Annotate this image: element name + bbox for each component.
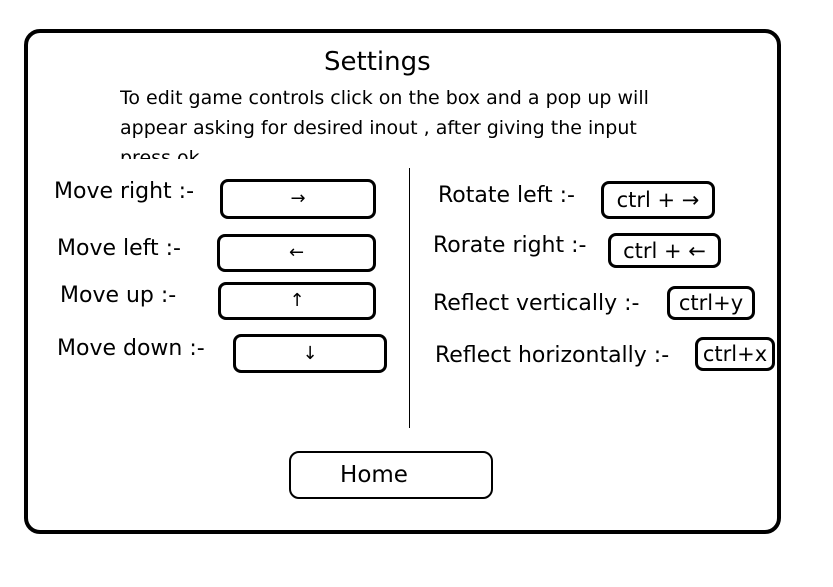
instructions-text: To edit game controls click on the box a… xyxy=(120,87,649,159)
move-up-label: Move up :- xyxy=(60,283,177,308)
reflect-vertically-key-box[interactable]: ctrl+y xyxy=(667,286,755,320)
rotate-right-key-box[interactable]: ctrl + ← xyxy=(608,233,721,268)
arrow-left-icon: ← xyxy=(288,242,305,263)
arrow-up-icon: ↑ xyxy=(289,290,305,311)
home-button-label: Home xyxy=(340,462,408,488)
reflect-horizontally-label: Reflect horizontally :- xyxy=(435,343,670,368)
arrow-down-icon: ↓ xyxy=(302,342,318,364)
rotate-left-key-box[interactable]: ctrl + → xyxy=(601,181,715,219)
home-button[interactable]: Home xyxy=(289,451,493,499)
page-title: Settings xyxy=(324,47,431,77)
move-up-key-box[interactable]: ↑ xyxy=(218,282,376,320)
rotate-right-label: Rorate right :- xyxy=(433,233,587,258)
move-down-label: Move down :- xyxy=(57,336,205,361)
reflect-horizontally-key-box[interactable]: ctrl+x xyxy=(695,337,775,371)
column-divider xyxy=(409,168,410,428)
move-down-key-box[interactable]: ↓ xyxy=(233,334,387,373)
move-right-label: Move right :- xyxy=(54,179,195,204)
settings-panel: Settings To edit game controls click on … xyxy=(24,29,781,534)
move-left-key-box[interactable]: ← xyxy=(217,234,376,272)
move-right-key-box[interactable]: → xyxy=(220,179,376,219)
arrow-right-icon: → xyxy=(290,188,306,209)
reflect-vertically-label: Reflect vertically :- xyxy=(433,291,640,316)
move-left-label: Move left :- xyxy=(57,236,181,261)
rotate-left-label: Rotate left :- xyxy=(438,183,575,208)
